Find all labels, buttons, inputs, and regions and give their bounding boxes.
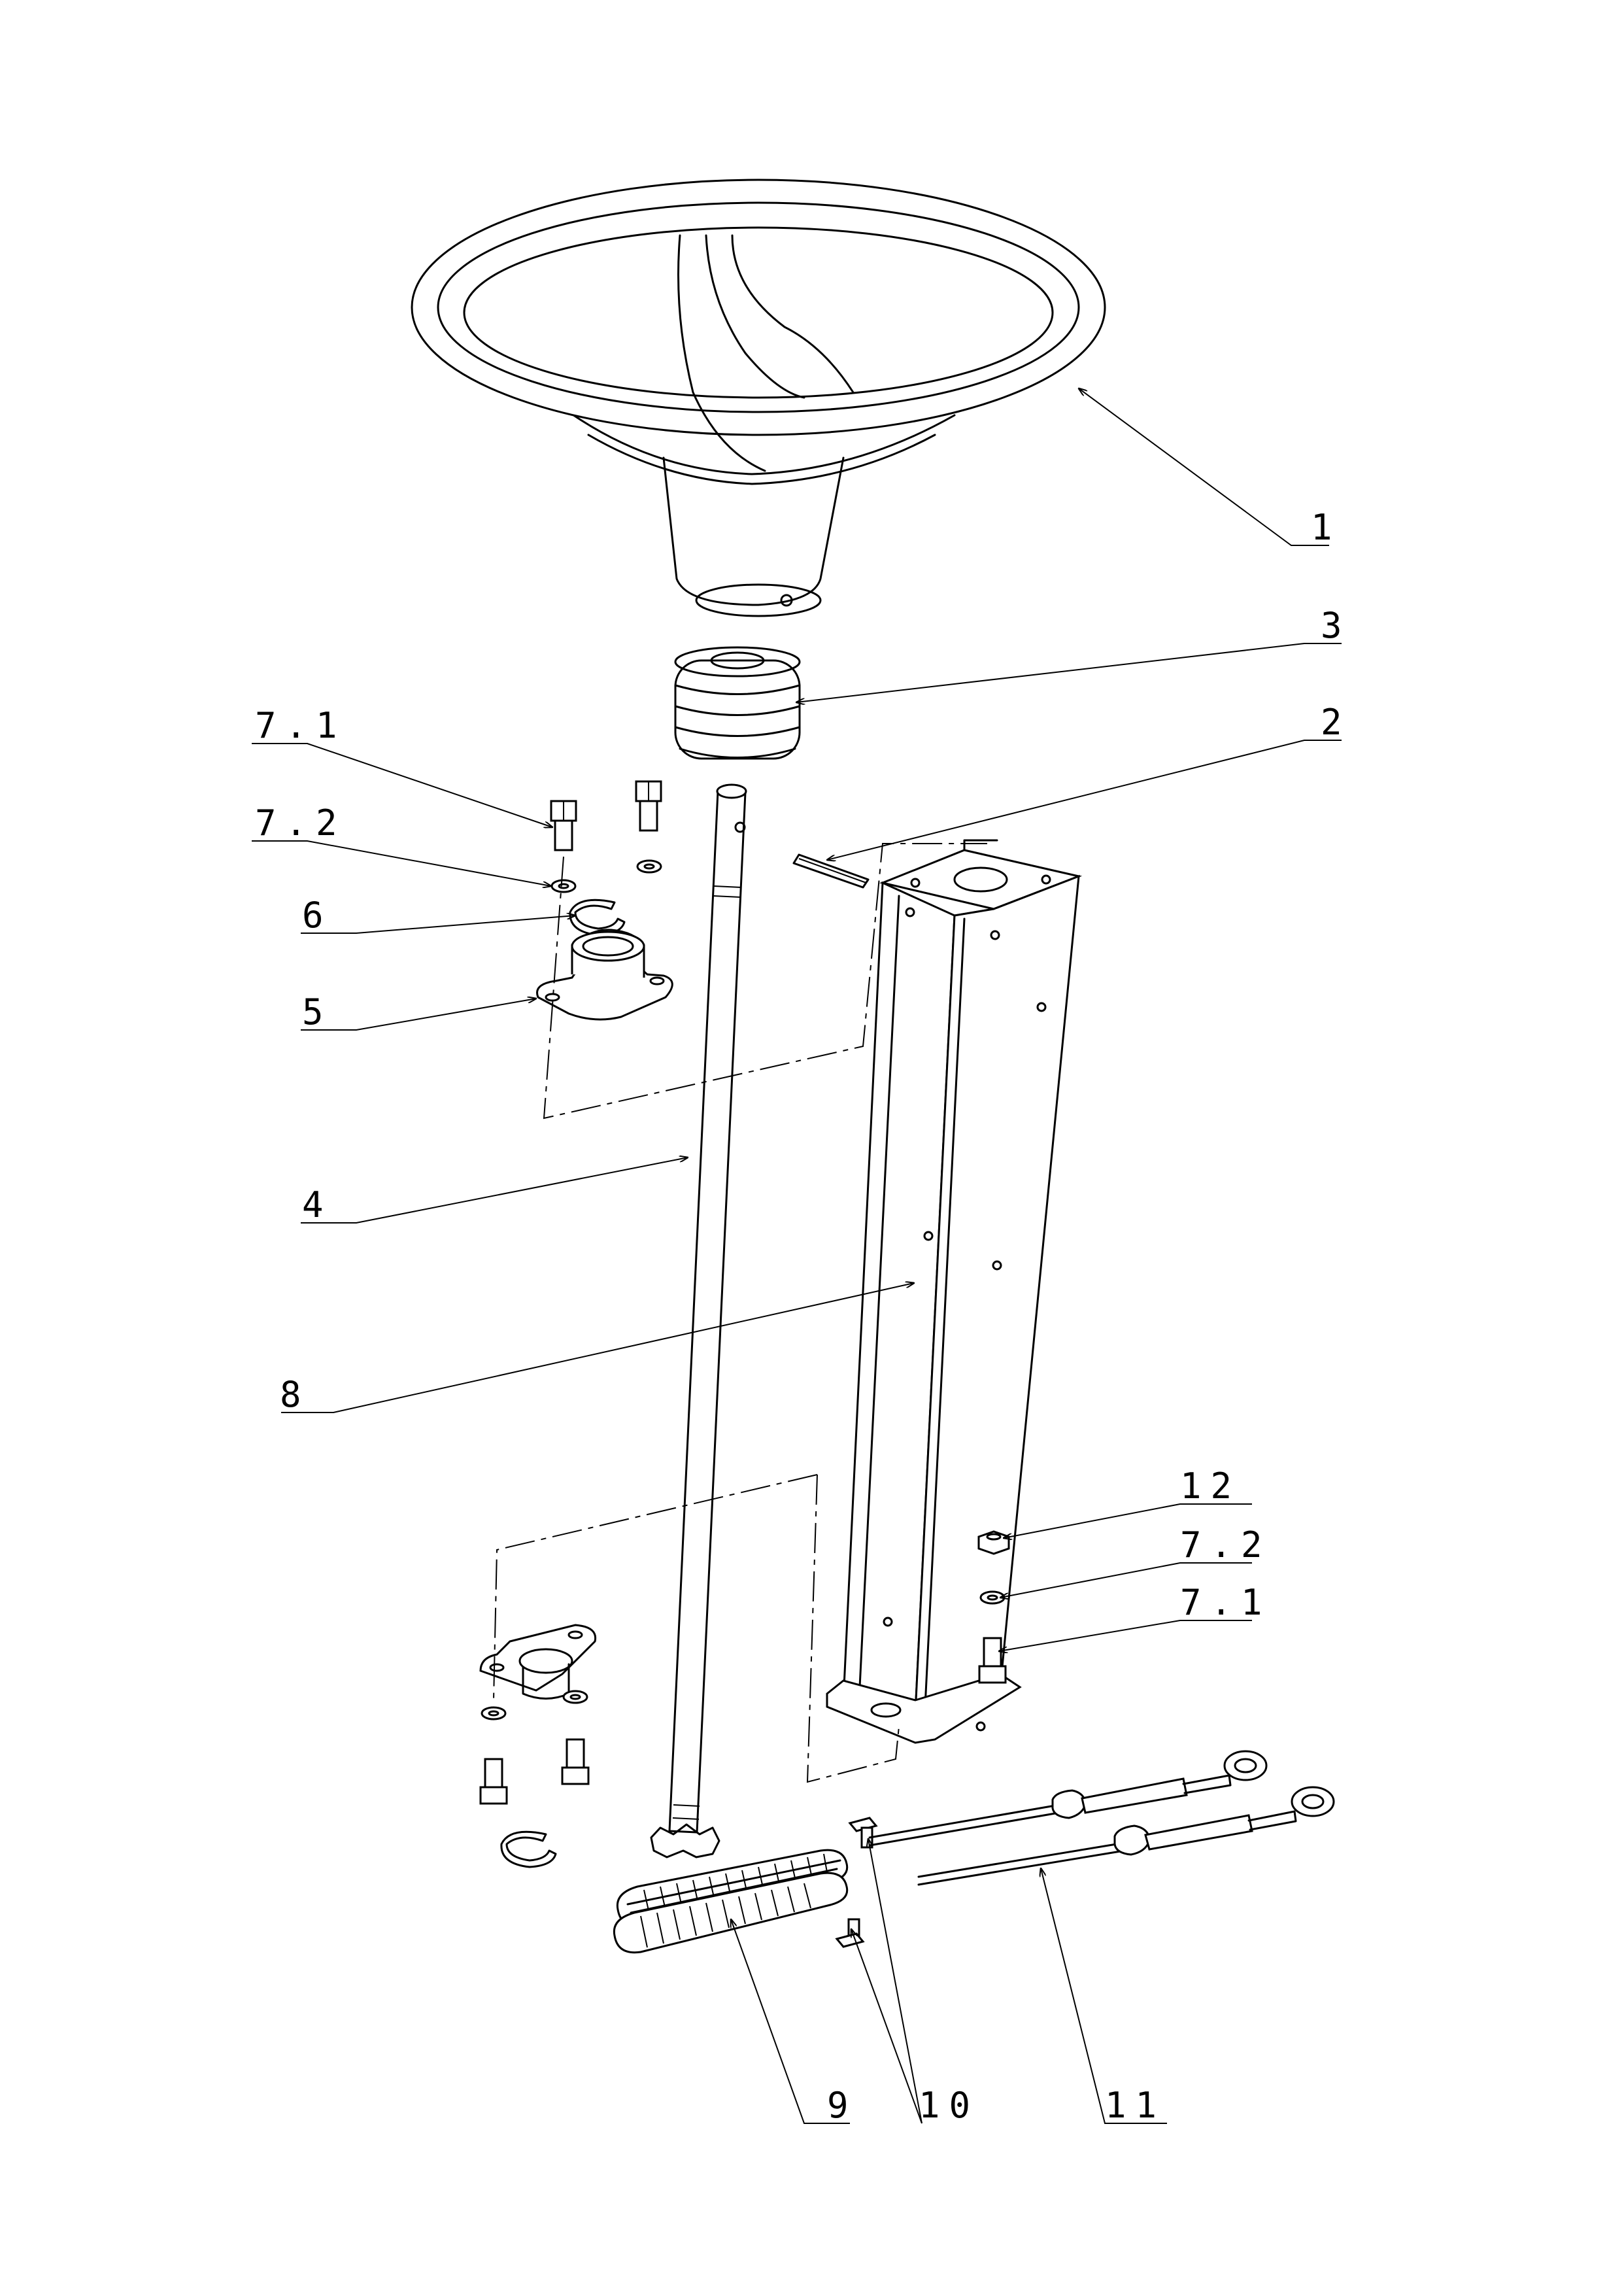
- clevis-pin-bottom: [835, 1918, 865, 1948]
- steering-shaft: [650, 783, 747, 1858]
- callout-3: 3: [1321, 605, 1351, 646]
- callout-7-2-top: 7.2: [255, 802, 347, 844]
- bolt-top-left: [550, 800, 577, 851]
- washer-top-right: [636, 859, 662, 874]
- callout-5: 5: [302, 991, 333, 1033]
- callout-6: 6: [302, 895, 333, 936]
- callout-7-1-top: 7.1: [255, 705, 347, 746]
- circlip-top: [569, 899, 626, 936]
- assembly-centerlines: [493, 843, 987, 1783]
- chain: [613, 1849, 849, 1954]
- callout-labels: 1 3 2 7.1 7.2 6 5 4 8 12 7.2 7.1 9 10 11: [255, 507, 1351, 2126]
- control-cable-2: [917, 1786, 1335, 1886]
- callout-7-1-bottom: 7.1: [1180, 1582, 1272, 1623]
- column-housing: [826, 839, 1083, 1744]
- leader-lines: [252, 388, 1342, 2124]
- flange-bearing-top: [536, 929, 673, 1021]
- callout-10: 10: [919, 2085, 979, 2126]
- bolt-bottom-left-1: [479, 1758, 508, 1805]
- bellows-boot: [674, 646, 801, 760]
- bolt-bottom-right: [978, 1637, 1007, 1684]
- bolt-top-right: [635, 780, 662, 832]
- clevis-pin-top: [848, 1817, 878, 1849]
- callout-2: 2: [1321, 702, 1351, 743]
- callout-1: 1: [1311, 507, 1342, 548]
- flange-bearing-bottom: [479, 1624, 597, 1700]
- control-cable-1: [868, 1750, 1268, 1847]
- callout-8: 8: [280, 1374, 311, 1415]
- callout-4: 4: [302, 1184, 333, 1225]
- washer-bottom-left-2: [562, 1690, 588, 1704]
- pin: [792, 853, 870, 889]
- steering-wheel: [411, 179, 1106, 617]
- bolt-bottom-left-2: [561, 1738, 590, 1785]
- circlip-bottom: [500, 1830, 557, 1868]
- callout-11: 11: [1105, 2085, 1166, 2126]
- washer-top-left: [550, 879, 577, 893]
- callout-12: 12: [1180, 1465, 1241, 1507]
- callout-9: 9: [827, 2085, 858, 2126]
- callout-7-2-bottom: 7.2: [1180, 1524, 1272, 1566]
- washer-bottom-left-1: [481, 1706, 507, 1720]
- nut-bottom: [977, 1530, 1010, 1555]
